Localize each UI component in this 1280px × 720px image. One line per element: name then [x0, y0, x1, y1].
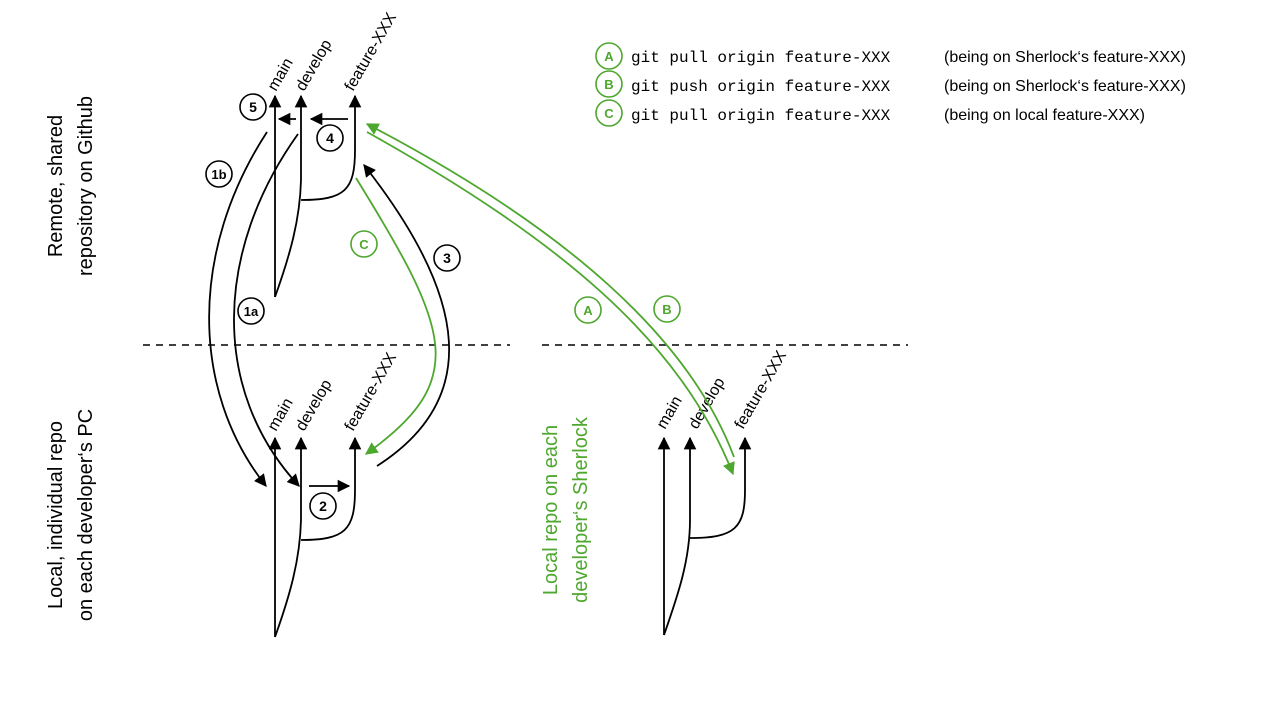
badge-1b: 1b	[205, 160, 233, 188]
remote-branch-tree	[268, 94, 362, 298]
svg-text:Remote, shared: Remote, shared	[45, 115, 67, 257]
badge-3: 3	[433, 244, 461, 272]
remote-label-main: main	[265, 55, 297, 94]
legend-command-C: git pull origin feature-XXX	[631, 107, 891, 125]
stepC-arrow	[355, 177, 437, 455]
region-label-local: Local, individual repo on each developer…	[45, 409, 97, 621]
sherlock-branch-tree	[657, 436, 752, 636]
legend-item-A: A git pull origin feature-XXX (being on …	[595, 42, 1186, 70]
local-branch-tree	[268, 436, 362, 638]
svg-text:Local repo on each: Local repo on each	[540, 425, 562, 595]
svg-text:1b: 1b	[211, 167, 226, 182]
badge-4: 4	[316, 124, 344, 152]
legend: A git pull origin feature-XXX (being on …	[595, 42, 1186, 127]
svg-text:C: C	[604, 106, 614, 121]
remote-feature-line	[300, 94, 362, 201]
local-label-main: main	[265, 395, 297, 434]
remote-label-develop: develop	[293, 37, 336, 94]
svg-text:A: A	[604, 49, 614, 64]
local-develop-line	[274, 436, 308, 638]
badge-5: 5	[239, 93, 267, 121]
local-label-feature: feature-XXX	[342, 350, 400, 434]
badge-2: 2	[309, 492, 337, 520]
stepB-arrow	[365, 123, 735, 458]
badge-B: B	[653, 295, 681, 323]
legend-command-A: git pull origin feature-XXX	[631, 49, 891, 67]
svg-text:A: A	[583, 303, 593, 318]
region-label-remote: Remote, shared repository on Github	[45, 96, 97, 276]
sherlock-develop-line	[663, 436, 697, 636]
svg-text:repository on Github: repository on Github	[75, 96, 97, 276]
svg-text:3: 3	[443, 250, 451, 266]
legend-note-A: (being on Sherlock‘s feature-XXX)	[944, 49, 1186, 66]
legend-item-B: B git push origin feature-XXX (being on …	[595, 70, 1186, 98]
step3-arrow	[363, 164, 450, 467]
svg-text:developer‘s Sherlock: developer‘s Sherlock	[570, 416, 592, 603]
svg-text:on each developer‘s PC: on each developer‘s PC	[75, 409, 97, 621]
legend-note-C: (being on local feature-XXX)	[944, 107, 1145, 124]
svg-text:Local, individual repo: Local, individual repo	[45, 421, 67, 609]
badge-1a: 1a	[237, 297, 265, 325]
svg-text:C: C	[359, 237, 369, 252]
badge-A: A	[574, 296, 602, 324]
svg-text:1a: 1a	[244, 304, 259, 319]
svg-text:B: B	[662, 302, 671, 317]
sherlock-label-main: main	[654, 393, 686, 432]
legend-command-B: git push origin feature-XXX	[631, 78, 891, 96]
sherlock-label-feature: feature-XXX	[732, 348, 790, 432]
svg-text:5: 5	[249, 99, 257, 115]
legend-note-B: (being on Sherlock‘s feature-XXX)	[944, 78, 1186, 95]
svg-text:2: 2	[319, 498, 327, 514]
step1b-arrow	[208, 131, 268, 487]
step1a-arrow	[233, 133, 300, 487]
sherlock-feature-line	[689, 436, 752, 539]
remote-develop-line	[274, 94, 308, 298]
badge-C: C	[350, 230, 378, 258]
local-label-develop: develop	[293, 377, 336, 434]
legend-item-C: C git pull origin feature-XXX (being on …	[595, 99, 1145, 127]
svg-text:4: 4	[326, 130, 334, 146]
remote-label-feature: feature-XXX	[342, 10, 400, 94]
svg-text:B: B	[604, 77, 613, 92]
local-feature-line	[300, 436, 362, 541]
stepA-arrow	[366, 131, 735, 476]
region-label-sherlock: Local repo on each developer‘s Sherlock	[540, 416, 592, 603]
